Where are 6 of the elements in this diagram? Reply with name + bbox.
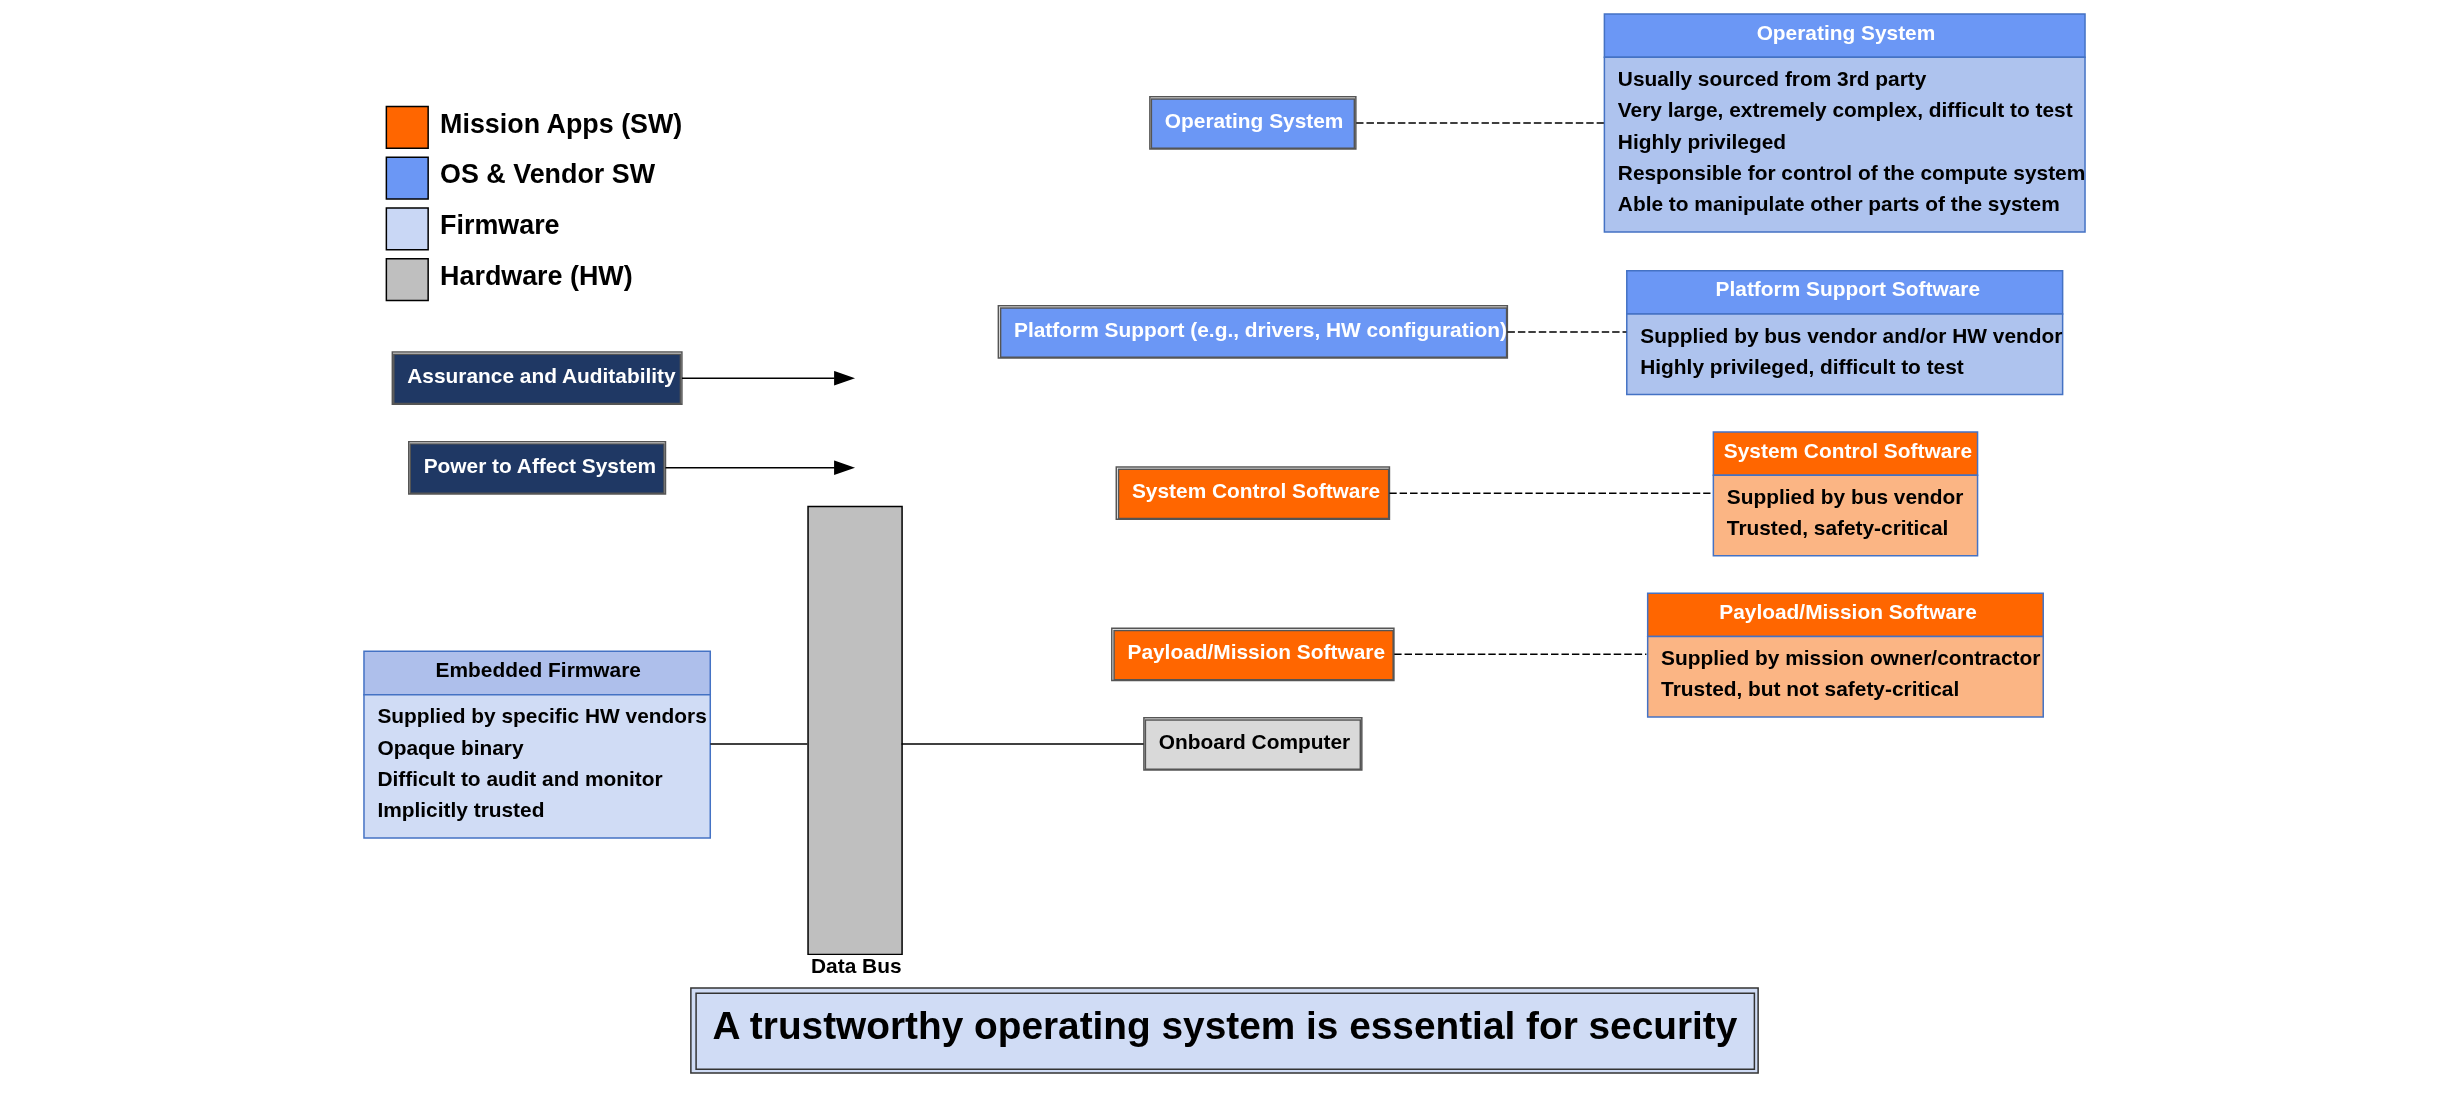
caption: A trustworthy operating system is essential for security	[712, 1004, 1737, 1048]
legend-label: OS & Vendor SW	[439, 159, 655, 190]
legend-label: Firmware	[439, 210, 560, 241]
legend-label: Mission Apps (SW)	[439, 108, 682, 139]
node-label: Data Bus	[810, 953, 902, 977]
legend-label: Hardware (HW)	[439, 260, 633, 291]
